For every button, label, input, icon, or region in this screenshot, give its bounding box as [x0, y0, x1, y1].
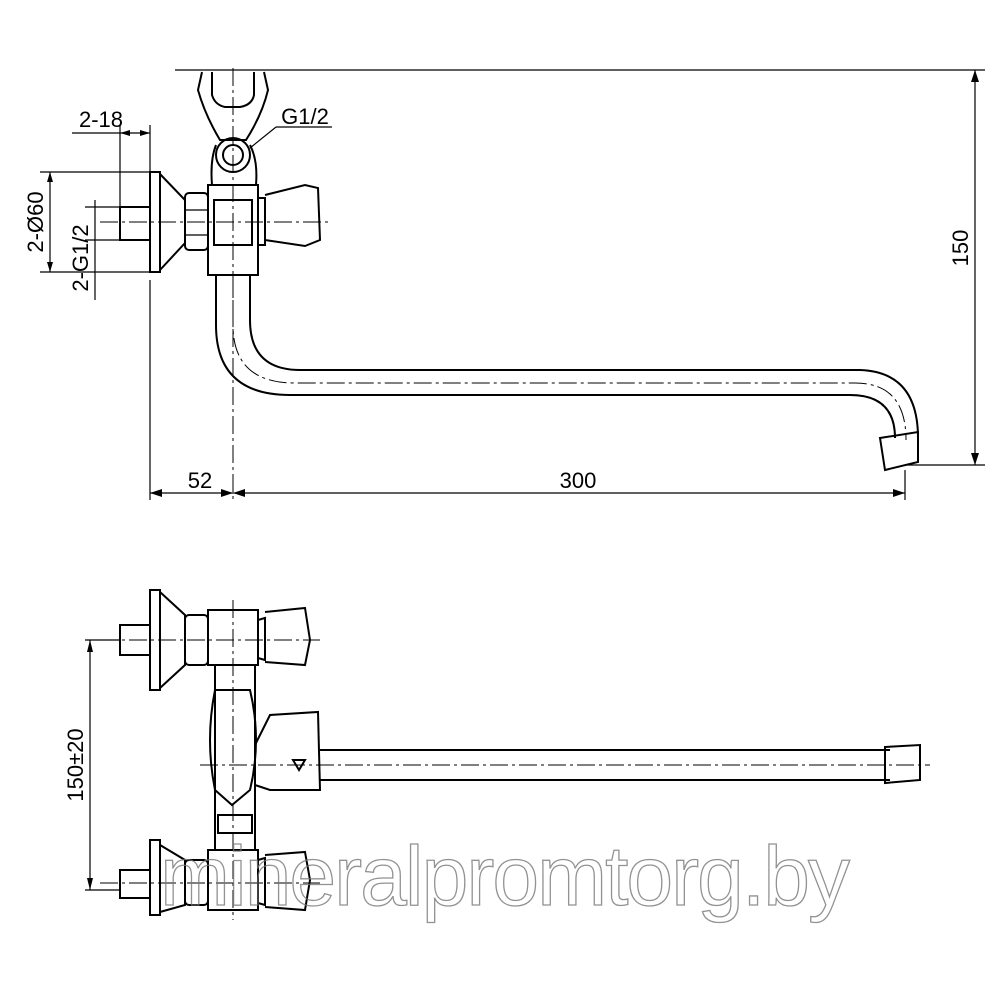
inlet-pipe: [119, 206, 151, 241]
upper-body: [207, 609, 259, 666]
spout-length-label: 300: [560, 468, 597, 493]
leader-line: [249, 126, 277, 149]
thread-section: [217, 814, 253, 834]
upper-knob: [257, 606, 312, 667]
inlet-length-label: 2-18: [79, 107, 123, 132]
spout-nozzle: [878, 430, 919, 472]
body-detail: [213, 199, 253, 246]
lower-knob: [257, 850, 312, 912]
spout-centerline: [232, 280, 907, 441]
lower-inlet: [119, 869, 151, 899]
body-column: [214, 665, 256, 850]
watermark: mineralpromtorg.by: [160, 829, 850, 923]
height-label: 150: [948, 230, 973, 267]
inlet-thread-label: 2-G1/2: [68, 224, 93, 291]
dimension-arrows: [120, 130, 150, 136]
diverter: [209, 689, 257, 807]
dimension-arrows: [47, 172, 53, 272]
diameter-label: 2-Ø60: [23, 191, 48, 252]
spout-nozzle: [884, 743, 921, 785]
arrow-icon: [291, 759, 307, 772]
spout-knob: [254, 710, 322, 791]
shower-outlet: [215, 137, 251, 173]
center-distance-label: 150±20: [63, 728, 88, 801]
front-view: 150±20: [63, 589, 930, 920]
valve-knob: [258, 183, 322, 248]
offset-label: 52: [188, 468, 212, 493]
top-view: 150 52 300 2-18 G1/2 2-Ø60 2-G1/2: [23, 68, 985, 500]
spout-pipe: [215, 275, 919, 439]
thread-label: G1/2: [281, 104, 329, 129]
spout-pipe: [320, 749, 890, 781]
shower-outlet-inner: [222, 144, 244, 166]
shower-holder: [196, 71, 270, 141]
lower-body: [207, 849, 259, 911]
